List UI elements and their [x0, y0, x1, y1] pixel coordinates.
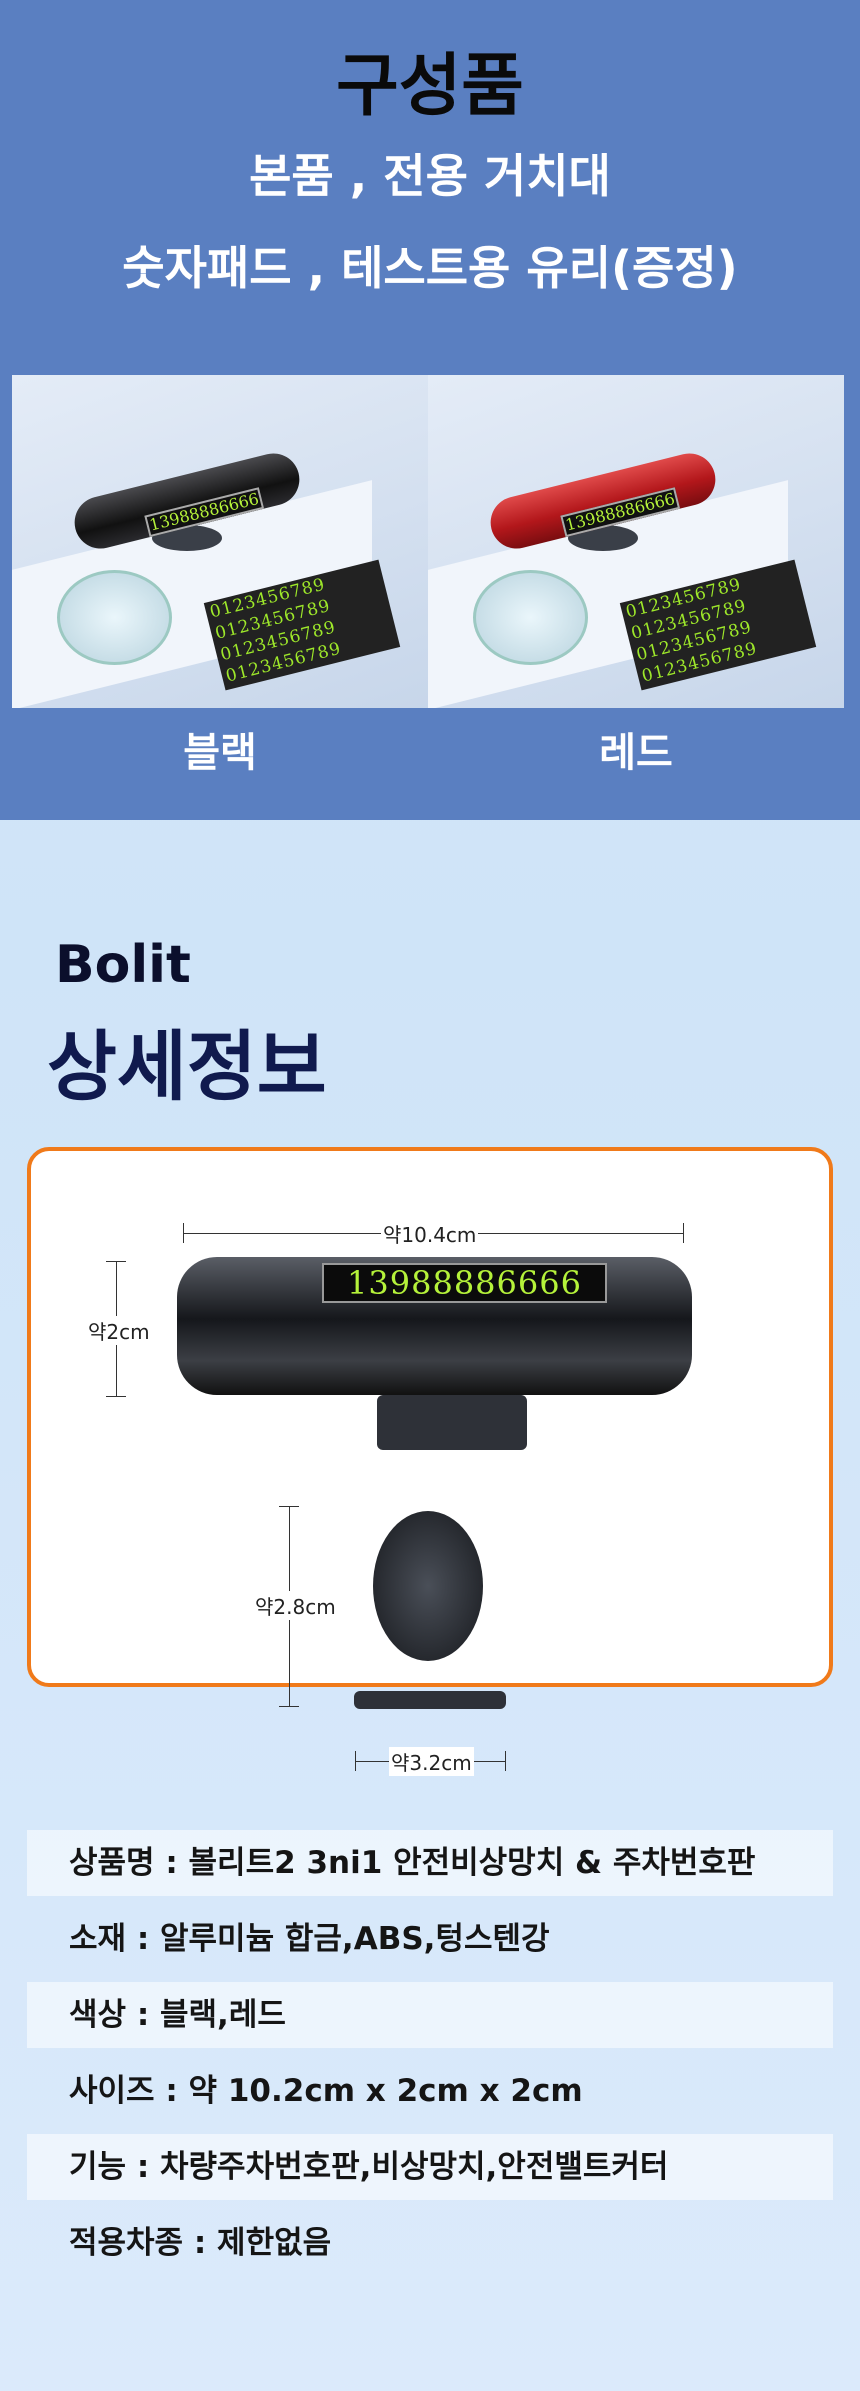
components-line-1: 본품 , 전용 거치대: [249, 149, 611, 203]
spec-material: 소재 : 알루미늄 합금,ABS,텅스텐강: [69, 1921, 550, 1957]
height-label: 약2cm: [86, 1316, 152, 1345]
brand-name: Bolit: [55, 935, 191, 995]
hammer-side-view: [373, 1511, 483, 1661]
detail-title: 상세정보: [47, 1022, 327, 1111]
components-section: 구성품 본품 , 전용 거치대 숫자패드 , 테스트용 유리(증정) 13988…: [0, 0, 860, 820]
dimension-diagram: 약10.4cm 약2cm 13988886666 약2.8cm 약3.2cm: [27, 1147, 833, 1776]
spec-function: 기능 : 차량주차번호판,비상망치,안전밸트커터: [27, 2134, 833, 2200]
components-line-2: 숫자패드 , 테스트용 유리(증정): [122, 241, 738, 295]
stand-width-label: 약3.2cm: [389, 1747, 474, 1776]
length-label: 약10.4cm: [381, 1219, 479, 1248]
spec-compatibility: 적용차종 : 제한없음: [69, 2225, 332, 2261]
variant-label-red: 레드: [599, 730, 673, 776]
test-glass: [473, 570, 588, 665]
spec-product-name: 상품명 : 볼리트2 3ni1 안전비상망치 & 주차번호판: [27, 1830, 833, 1896]
mount-base: [377, 1395, 527, 1450]
stand-height-label: 약2.8cm: [253, 1591, 338, 1620]
spec-color: 색상 : 블랙,레드: [27, 1982, 833, 2048]
spec-size: 사이즈 : 약 10.2cm x 2cm x 2cm: [69, 2073, 583, 2109]
variant-label-black: 블랙: [183, 730, 257, 776]
test-glass: [57, 570, 172, 665]
number-plate: 13988886666: [322, 1263, 607, 1303]
hammer-front-view: 13988886666: [177, 1257, 692, 1395]
components-title: 구성품: [336, 47, 524, 126]
